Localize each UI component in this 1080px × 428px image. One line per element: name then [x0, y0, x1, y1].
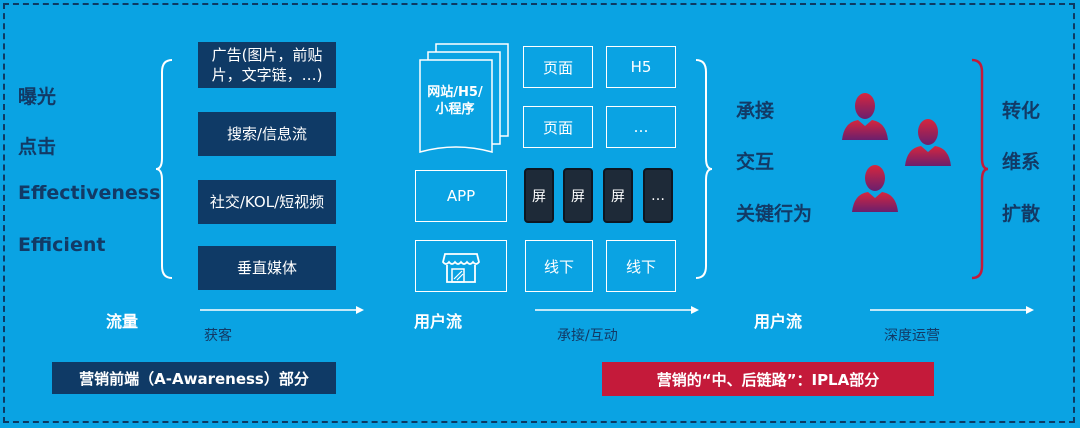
flow-deep-ops: 深度运营	[884, 328, 940, 344]
middle-brace	[695, 59, 713, 279]
person-icon	[905, 119, 951, 166]
flow-user-1: 用户流	[414, 312, 463, 331]
term-spread: 扩散	[1002, 203, 1041, 225]
left-brace	[155, 59, 173, 279]
stack-label: 网站/H5/小程序	[427, 85, 483, 117]
box-store	[415, 240, 507, 292]
box-h5: H5	[606, 46, 676, 88]
phone-screen-3: 屏	[603, 168, 633, 223]
flow-acquire: 获客	[204, 328, 232, 344]
banner-back: 营销的“中、后链路”：IPLA部分	[602, 362, 934, 396]
box-search-feed: 搜索/信息流	[198, 112, 336, 156]
box-offline-2: 线下	[606, 240, 676, 292]
person-icon	[852, 165, 898, 212]
box-ads: 广告(图片，前贴片，文字链，…)	[198, 42, 336, 88]
banner-front: 营销前端（A-Awareness）部分	[52, 362, 336, 394]
box-more: …	[606, 106, 676, 148]
box-page-1: 页面	[523, 46, 593, 88]
phone-screen-1: 屏	[524, 168, 554, 223]
flow-undertake: 承接/互动	[557, 328, 618, 344]
arrow-deep-ops	[870, 306, 1034, 314]
stacked-pages-icon	[419, 43, 509, 153]
term-efficient: Efficient	[18, 234, 106, 256]
term-key-action: 关键行为	[736, 203, 813, 225]
phone-screen-2: 屏	[563, 168, 593, 223]
flow-traffic: 流量	[106, 312, 139, 331]
phone-screen-more: …	[643, 168, 673, 223]
arrow-undertake	[535, 306, 699, 314]
box-app: APP	[415, 170, 507, 222]
arrow-acquire	[200, 306, 364, 314]
box-social-kol: 社交/KOL/短视频	[198, 180, 336, 224]
term-retain: 维系	[1002, 151, 1041, 173]
store-icon	[442, 253, 480, 283]
right-brace	[971, 58, 989, 280]
term-click: 点击	[18, 136, 57, 158]
person-icon	[842, 93, 888, 140]
box-offline-1: 线下	[525, 240, 593, 292]
dashed-frame	[3, 3, 1075, 423]
box-vertical-media: 垂直媒体	[198, 246, 336, 290]
term-convert: 转化	[1002, 100, 1041, 122]
term-effectiveness: Effectiveness	[18, 182, 161, 204]
term-exposure: 曝光	[18, 86, 57, 108]
box-page-2: 页面	[523, 106, 593, 148]
flow-user-2: 用户流	[754, 312, 803, 331]
term-undertake: 承接	[736, 100, 775, 122]
term-interact: 交互	[736, 151, 775, 173]
